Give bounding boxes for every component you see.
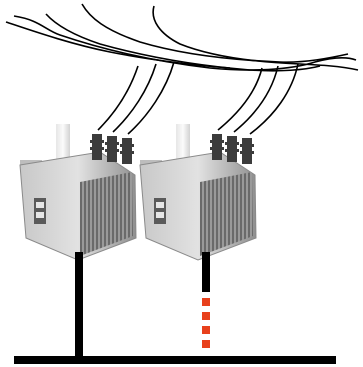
overhead-lines	[5, 3, 359, 72]
utility-pole	[56, 124, 70, 164]
cooling-fins	[80, 172, 133, 256]
transformer-left	[19, 124, 137, 261]
bushings	[210, 134, 254, 164]
drop-wires-left	[97, 61, 175, 135]
ground-lead-right-broken	[202, 298, 210, 348]
overhead-wire-3	[81, 3, 349, 63]
ground-lead-left	[75, 252, 83, 358]
utility-pole	[176, 124, 190, 164]
ground-bus-bar	[14, 356, 336, 364]
overhead-wire-4	[152, 5, 359, 71]
overhead-wire-1	[13, 15, 357, 71]
overhead-wire-5	[5, 21, 231, 69]
drop-wires-right	[217, 63, 299, 135]
bushings	[90, 134, 134, 164]
nameplate	[154, 198, 166, 224]
cooling-fins	[200, 172, 253, 256]
nameplate	[34, 198, 46, 224]
transformer-right	[139, 124, 257, 261]
overhead-wire-2	[45, 13, 321, 72]
ground-lead-right-solid	[202, 252, 210, 292]
